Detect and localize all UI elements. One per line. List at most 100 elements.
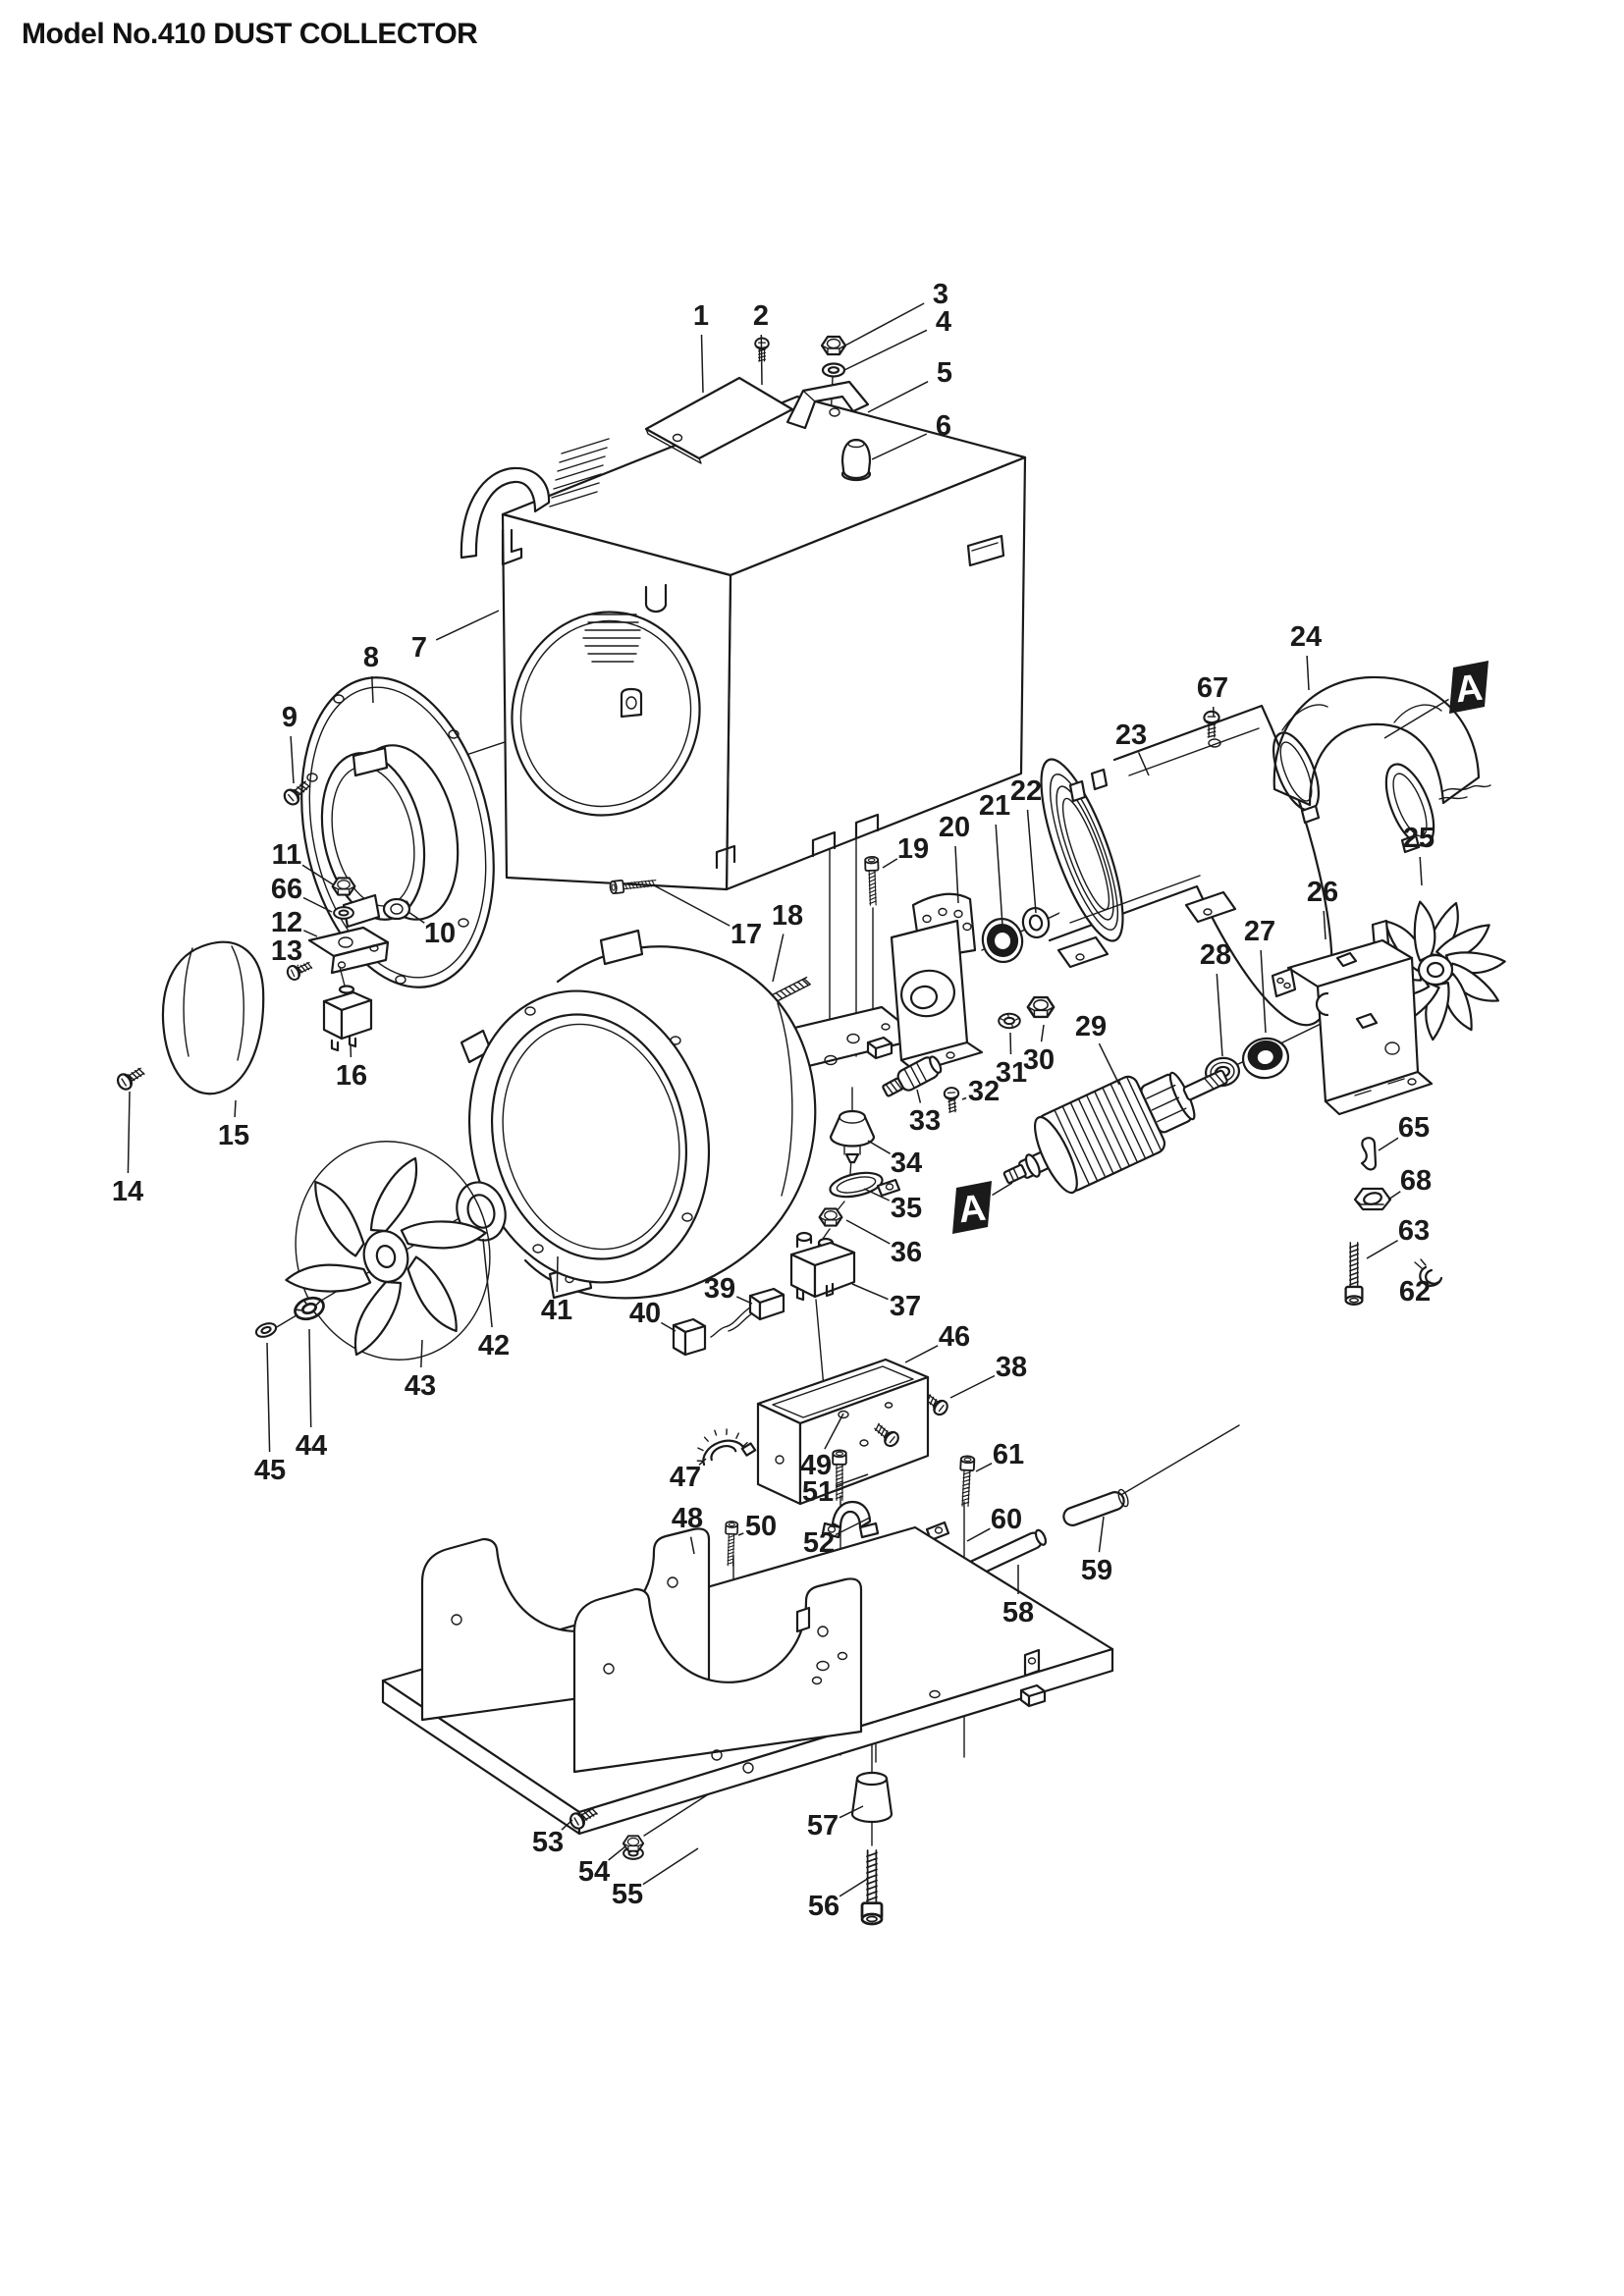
part-label-67: 67	[1197, 672, 1228, 704]
leader-line-55	[642, 1847, 699, 1886]
leader-line-9	[290, 735, 295, 784]
leader-line-46	[904, 1345, 939, 1363]
part-label-32: 32	[968, 1076, 1000, 1107]
leader-line-53	[561, 1819, 573, 1831]
part-label-56: 56	[808, 1891, 839, 1922]
part-label-54: 54	[578, 1856, 610, 1888]
leader-line-29	[1098, 1042, 1120, 1086]
part-label-39: 39	[704, 1273, 735, 1305]
leader-line-68	[1387, 1191, 1401, 1201]
part-52-cord-clamp	[821, 1500, 880, 1539]
leader-line-45	[266, 1342, 271, 1453]
part-label-62: 62	[1399, 1276, 1431, 1308]
leader-line-15	[234, 1099, 237, 1118]
part-35-clamp-ring	[829, 1171, 901, 1199]
part-36-nut	[818, 1207, 843, 1227]
part-32-screw	[943, 1086, 961, 1114]
part-label-58: 58	[1002, 1597, 1034, 1629]
leader-line-36	[845, 1219, 891, 1245]
part-label-66: 66	[271, 874, 302, 905]
part-label-25: 25	[1403, 823, 1435, 854]
part-label-63: 63	[1398, 1215, 1430, 1247]
section-marker-A-1: A	[1383, 661, 1489, 739]
leader-line-41	[556, 1255, 559, 1293]
part-label-22: 22	[1010, 775, 1042, 807]
leader-line-28	[1216, 973, 1223, 1057]
part-56-bolt	[860, 1848, 884, 1926]
leader-line-14	[127, 1091, 131, 1174]
leader-line-17	[653, 884, 731, 927]
marker-badge	[1449, 661, 1489, 714]
part-label-36: 36	[891, 1237, 922, 1268]
leader-line-19	[882, 858, 898, 869]
part-label-17: 17	[731, 919, 762, 950]
part-label-24: 24	[1290, 621, 1322, 653]
leader-line-48	[689, 1536, 695, 1555]
leader-line-22	[1026, 809, 1037, 914]
leader-line-30	[1040, 1024, 1045, 1042]
leader-line-39	[735, 1296, 753, 1305]
leader-line-38	[949, 1374, 996, 1399]
part-22-washer	[1021, 906, 1051, 939]
leader-line-42	[482, 1238, 493, 1328]
leader-line-4	[843, 329, 928, 371]
part-20-bearing-bracket	[890, 892, 984, 1074]
part-label-23: 23	[1115, 720, 1147, 751]
part-10-grommet	[382, 897, 411, 921]
leader-line-57	[839, 1805, 864, 1819]
section-marker-A-2: A	[952, 1181, 1013, 1234]
part-62-spring-clip	[1414, 1258, 1443, 1287]
leader-line-35	[863, 1188, 891, 1201]
leader-line-11	[301, 864, 334, 885]
leader-line-33	[916, 1089, 922, 1103]
leader-line-20	[954, 845, 959, 904]
part-43-impeller	[284, 1141, 491, 1361]
part-21-ball-bearing	[981, 917, 1024, 964]
part-label-6: 6	[936, 410, 951, 442]
leader-line-66	[302, 896, 333, 913]
part-59-cord-sleeve	[1062, 1488, 1129, 1526]
part-label-45: 45	[254, 1455, 286, 1486]
part-label-2: 2	[753, 300, 769, 332]
leader-line-5	[867, 381, 929, 413]
part-4-washer	[821, 362, 846, 378]
part-33-cord-connector	[882, 1055, 943, 1097]
part-label-35: 35	[891, 1193, 922, 1224]
marker-letter: A	[1453, 667, 1485, 712]
leader-line-2	[760, 334, 763, 386]
leader-line-44	[308, 1328, 312, 1428]
marker-leader-line	[992, 1182, 1013, 1197]
part-24-stator	[1272, 675, 1491, 854]
part-label-1: 1	[693, 300, 709, 332]
part-54-nut	[622, 1835, 645, 1860]
part-15-switch-boot	[161, 940, 265, 1095]
part-8-flange	[300, 676, 495, 988]
part-label-30: 30	[1023, 1044, 1055, 1076]
part-label-19: 19	[897, 833, 929, 865]
leader-line-40	[661, 1321, 677, 1332]
part-41-blower-housing	[460, 929, 817, 1300]
leader-line-37	[851, 1283, 889, 1301]
part-57-rubber-foot	[850, 1771, 893, 1824]
part-1-cover-plate	[644, 376, 794, 464]
part-label-48: 48	[672, 1503, 703, 1534]
part-label-57: 57	[807, 1810, 839, 1842]
marker-leader-line	[1383, 698, 1449, 739]
part-label-26: 26	[1307, 877, 1338, 908]
part-label-4: 4	[936, 306, 951, 338]
leader-line-27	[1260, 949, 1267, 1034]
part-31-lock-washer	[998, 1012, 1021, 1030]
part-65-hook-clip	[1360, 1137, 1378, 1171]
part-label-42: 42	[478, 1330, 510, 1362]
leader-line-50	[737, 1532, 744, 1536]
part-27-bearing	[1241, 1037, 1290, 1080]
part-label-15: 15	[218, 1120, 249, 1151]
leader-line-34	[867, 1140, 891, 1154]
part-label-27: 27	[1244, 916, 1275, 947]
part-label-18: 18	[772, 900, 803, 932]
page-title: Model No.410 DUST COLLECTOR	[22, 18, 478, 50]
part-11-nut	[331, 877, 356, 896]
leader-line-24	[1306, 655, 1310, 691]
part-29-armature	[1002, 1069, 1228, 1195]
